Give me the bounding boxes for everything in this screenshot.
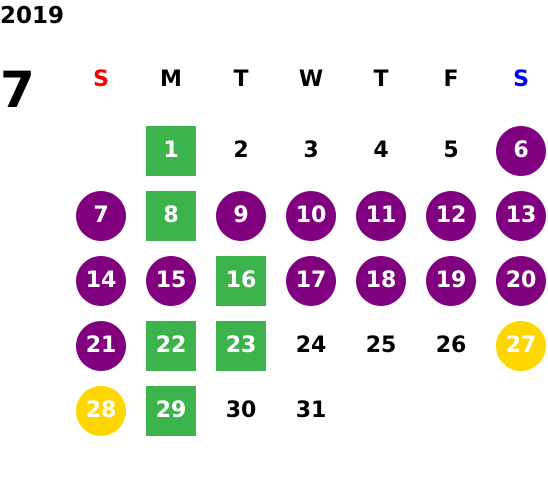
day-cell[interactable]: 5 bbox=[416, 118, 486, 183]
day-cell[interactable]: 2 bbox=[206, 118, 276, 183]
day-cell[interactable]: 18 bbox=[346, 248, 416, 313]
day-number[interactable]: 30 bbox=[225, 397, 257, 423]
day-cell[interactable]: 24 bbox=[276, 313, 346, 378]
day-cell[interactable]: 22 bbox=[136, 313, 206, 378]
day-cell[interactable]: 23 bbox=[206, 313, 276, 378]
day-number[interactable]: 20 bbox=[496, 255, 546, 306]
day-number[interactable]: 26 bbox=[435, 332, 467, 358]
day-cell[interactable]: 1 bbox=[136, 118, 206, 183]
calendar-month: 7 bbox=[0, 61, 35, 119]
day-number[interactable]: 13 bbox=[496, 190, 546, 241]
day-cell[interactable]: 16 bbox=[206, 248, 276, 313]
weekday-label: S bbox=[513, 67, 529, 92]
day-number[interactable]: 12 bbox=[426, 190, 476, 241]
day-cell[interactable]: 30 bbox=[206, 378, 276, 443]
day-number[interactable]: 23 bbox=[216, 320, 266, 371]
day-cell bbox=[416, 378, 486, 443]
day-cell[interactable]: 4 bbox=[346, 118, 416, 183]
weekday-label: S bbox=[93, 67, 109, 92]
weekday-label: F bbox=[443, 67, 459, 92]
day-number[interactable]: 28 bbox=[76, 385, 126, 436]
day-number[interactable]: 18 bbox=[356, 255, 406, 306]
day-cell[interactable]: 10 bbox=[276, 183, 346, 248]
day-number[interactable]: 6 bbox=[496, 125, 546, 176]
day-number[interactable]: 19 bbox=[426, 255, 476, 306]
day-number[interactable]: 2 bbox=[233, 137, 249, 163]
day-number[interactable]: 10 bbox=[286, 190, 336, 241]
day-cell bbox=[486, 378, 548, 443]
day-number[interactable]: 25 bbox=[365, 332, 397, 358]
weekday-label: M bbox=[160, 67, 182, 92]
day-number[interactable]: 22 bbox=[146, 320, 196, 371]
day-number[interactable]: 9 bbox=[216, 190, 266, 241]
day-number[interactable]: 21 bbox=[76, 320, 126, 371]
day-number[interactable]: 29 bbox=[146, 385, 196, 436]
day-cell[interactable]: 13 bbox=[486, 183, 548, 248]
day-number[interactable]: 7 bbox=[76, 190, 126, 241]
day-cell[interactable]: 28 bbox=[66, 378, 136, 443]
weekday-label: T bbox=[233, 67, 249, 92]
day-cell[interactable]: 26 bbox=[416, 313, 486, 378]
day-cell[interactable]: 11 bbox=[346, 183, 416, 248]
day-number[interactable]: 11 bbox=[356, 190, 406, 241]
weekday-label: T bbox=[373, 67, 389, 92]
day-number[interactable]: 31 bbox=[295, 397, 327, 423]
day-cell[interactable]: 8 bbox=[136, 183, 206, 248]
day-cell[interactable]: 3 bbox=[276, 118, 346, 183]
day-cell[interactable]: 6 bbox=[486, 118, 548, 183]
day-cell[interactable]: 25 bbox=[346, 313, 416, 378]
day-cell[interactable]: 14 bbox=[66, 248, 136, 313]
day-cell[interactable]: 20 bbox=[486, 248, 548, 313]
day-number[interactable]: 8 bbox=[146, 190, 196, 241]
day-number[interactable]: 5 bbox=[443, 137, 459, 163]
day-number[interactable]: 16 bbox=[216, 255, 266, 306]
day-number[interactable]: 3 bbox=[303, 137, 319, 163]
weekday-label: W bbox=[298, 67, 324, 92]
day-number[interactable]: 17 bbox=[286, 255, 336, 306]
day-cell[interactable]: 19 bbox=[416, 248, 486, 313]
day-cell[interactable]: 21 bbox=[66, 313, 136, 378]
day-cell[interactable]: 29 bbox=[136, 378, 206, 443]
day-cell[interactable]: 15 bbox=[136, 248, 206, 313]
day-number[interactable]: 24 bbox=[295, 332, 327, 358]
calendar-year: 2019 bbox=[0, 3, 65, 29]
day-number[interactable]: 4 bbox=[373, 137, 389, 163]
day-number[interactable]: 27 bbox=[496, 320, 546, 371]
day-cell[interactable]: 31 bbox=[276, 378, 346, 443]
day-number[interactable]: 14 bbox=[76, 255, 126, 306]
day-cell[interactable]: 27 bbox=[486, 313, 548, 378]
day-number[interactable]: 1 bbox=[146, 125, 196, 176]
day-cell[interactable]: 17 bbox=[276, 248, 346, 313]
day-cell bbox=[346, 378, 416, 443]
day-number[interactable]: 15 bbox=[146, 255, 196, 306]
day-cell bbox=[66, 118, 136, 183]
day-cell[interactable]: 12 bbox=[416, 183, 486, 248]
day-cell[interactable]: 9 bbox=[206, 183, 276, 248]
day-cell[interactable]: 7 bbox=[66, 183, 136, 248]
